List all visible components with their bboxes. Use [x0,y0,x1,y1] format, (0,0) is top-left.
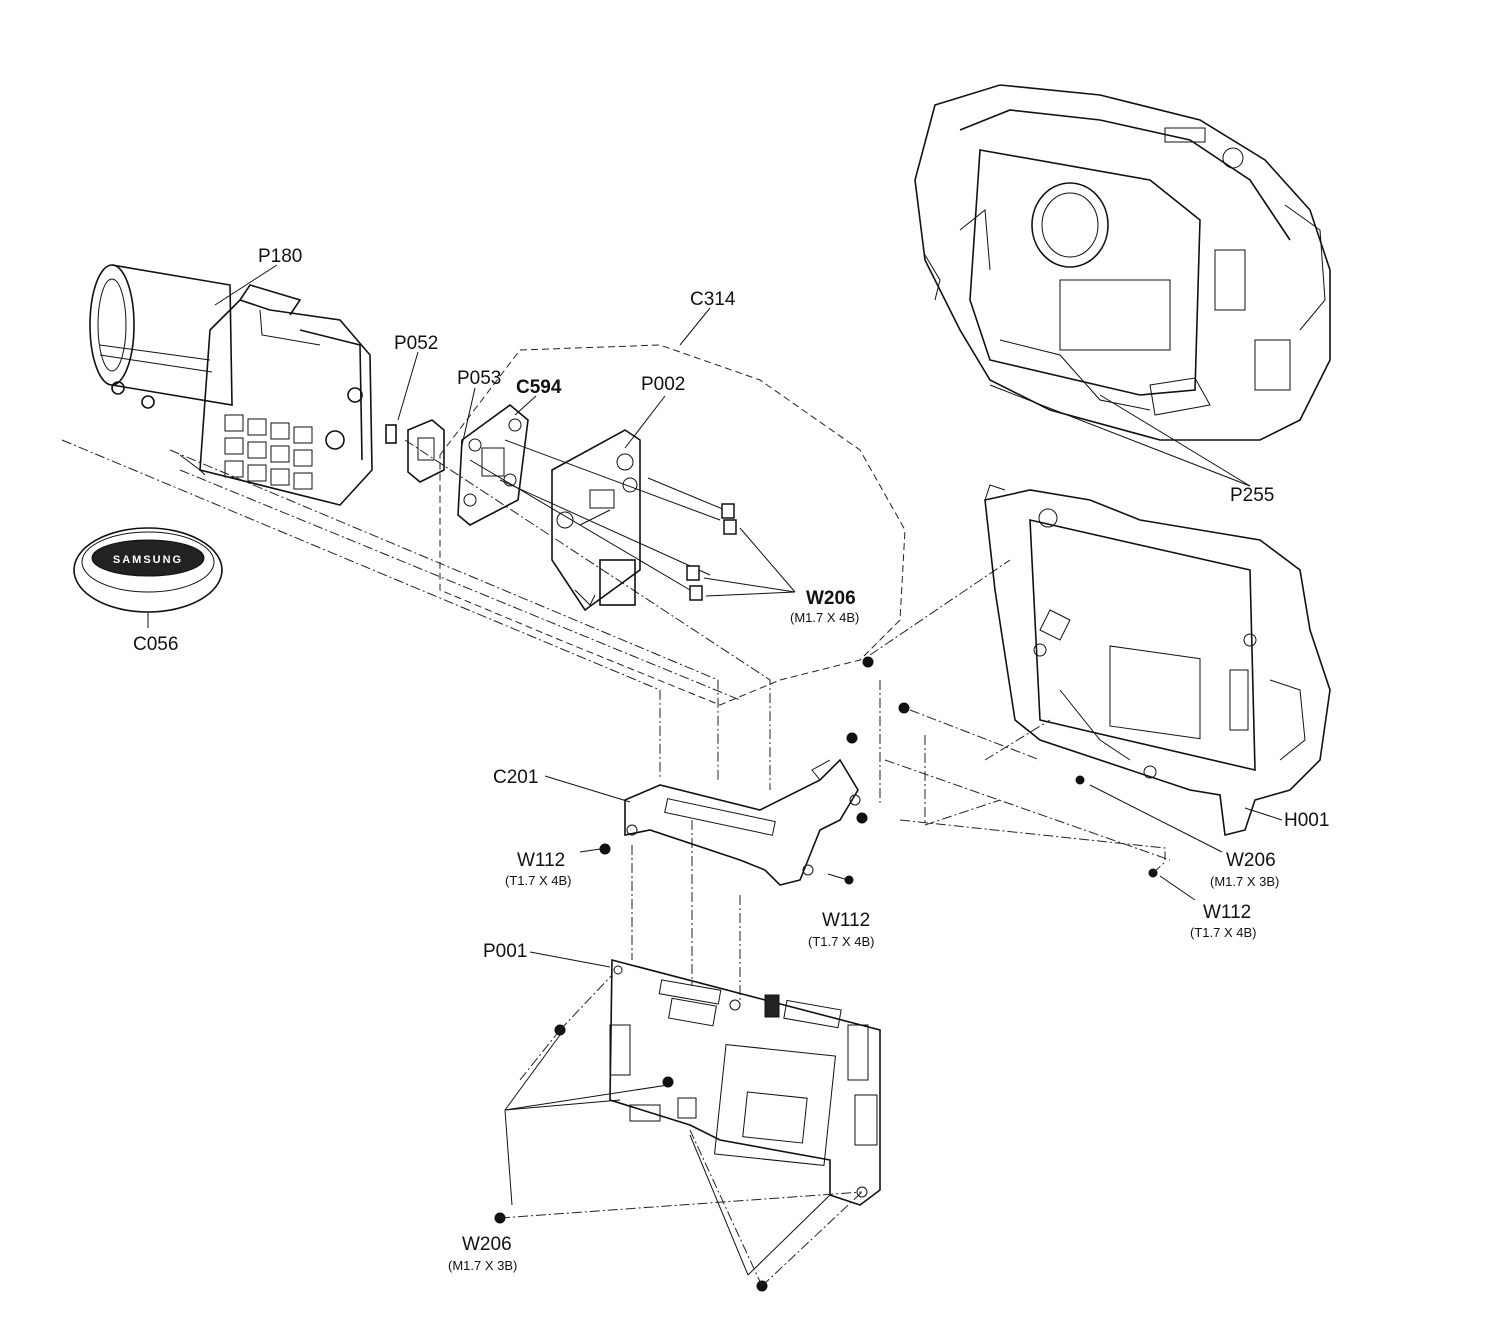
alignment-lines [61,439,1171,1005]
lens-cap-c056: SAMSUNG [73,527,223,628]
ccd-board-p002 [551,429,641,612]
board-screw-lines [499,861,1166,1287]
label-w112-mid-spec: (T1.7 X 4B) [808,934,874,949]
w206-top-screws [686,503,796,601]
label-w112-right: W112 [1203,902,1251,923]
label-c314: C314 [690,289,736,310]
bracket-c201 [624,758,861,886]
label-c201: C201 [493,767,538,788]
lens-cover-grid [224,414,313,490]
label-w112-right-spec: (T1.7 X 4B) [1190,925,1256,940]
lens-assembly-p180 [89,264,373,506]
plate-p053 [457,403,529,526]
label-p002: P002 [641,374,685,395]
label-c594: C594 [516,377,562,398]
label-w206-top-spec: (M1.7 X 4B) [790,610,859,625]
label-w206-bottom: W206 [462,1234,512,1255]
lens-cap-brand-text: SAMSUNG [113,554,183,566]
chassis-h001 [984,484,1331,836]
label-w206-top: W206 [806,588,856,609]
label-p053: P053 [457,368,501,389]
filter-p052 [385,419,445,483]
part-labels: P180 P052 P053 C594 P002 C314 P255 C056 … [133,246,1329,1273]
screw-guide-lines [469,439,726,591]
label-p255: P255 [1230,485,1274,506]
loose-screws [494,656,1158,1292]
label-w206-right-spec: (M1.7 X 3B) [1210,874,1279,889]
label-w206-bottom-spec: (M1.7 X 3B) [448,1258,517,1273]
label-w112-mid: W112 [822,910,870,931]
label-w112-left: W112 [517,850,565,871]
label-p180: P180 [258,246,302,267]
label-h001: H001 [1284,810,1329,831]
label-p052: P052 [394,333,438,354]
label-p001: P001 [483,941,527,962]
main-board-p001 [609,958,881,1206]
label-c056: C056 [133,634,178,655]
label-w206-right: W206 [1226,850,1276,871]
label-w112-left-spec: (T1.7 X 4B) [505,873,571,888]
label-leaders [214,264,1283,968]
housing-p255 [914,84,1331,441]
c314-group-outline [439,344,906,706]
